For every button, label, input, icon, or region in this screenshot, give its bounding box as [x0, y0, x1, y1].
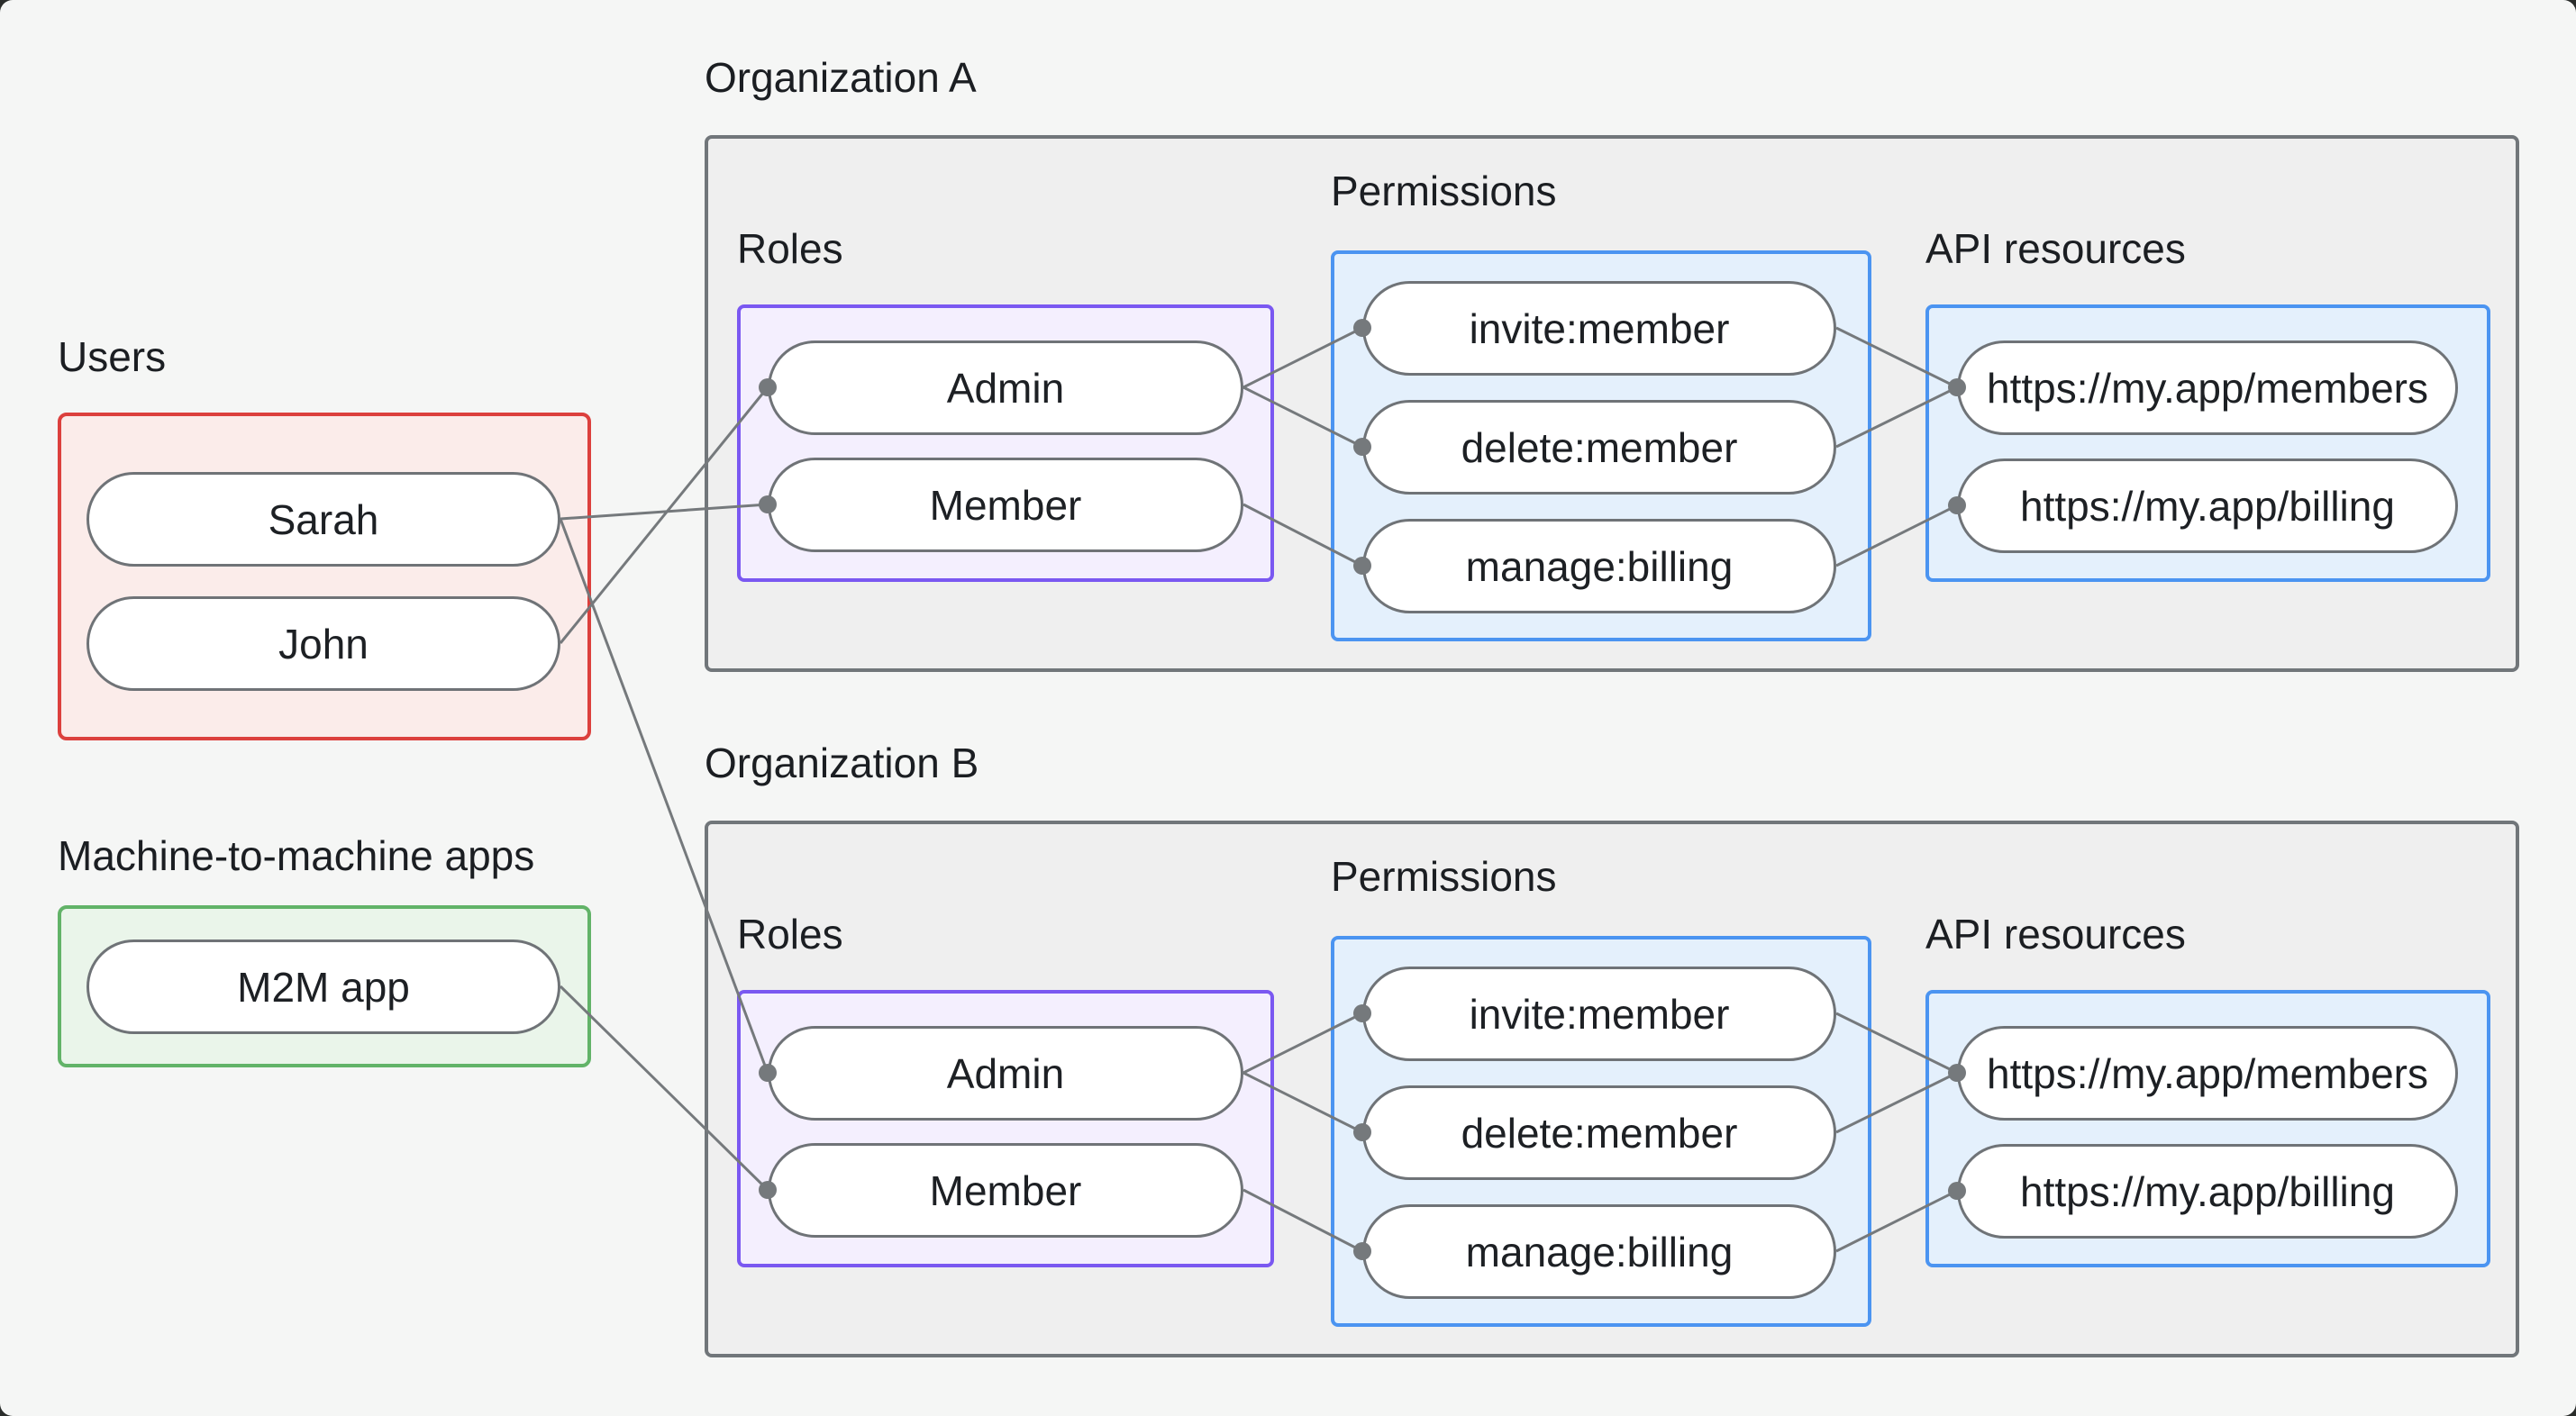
- node-user-john-label: John: [278, 620, 369, 667]
- node-org-b-api-billing-label: https://my.app/billing: [2020, 1167, 2395, 1215]
- node-org-a-perm-invite-member-label: invite:member: [1469, 304, 1730, 352]
- org-b-title: Organization B: [705, 740, 979, 786]
- node-org-b-api-members: https://my.app/members: [1957, 1026, 2458, 1121]
- node-org-a-api-billing-label: https://my.app/billing: [2020, 482, 2395, 530]
- node-m2m-app-label: M2M app: [237, 963, 410, 1011]
- org-b-roles-label: Roles: [737, 911, 843, 958]
- node-org-b-perm-invite-member: invite:member: [1362, 967, 1836, 1061]
- node-org-a-perm-delete-member: delete:member: [1362, 400, 1836, 495]
- org-a-permissions-label: Permissions: [1331, 168, 1557, 214]
- node-org-b-role-member-label: Member: [929, 1166, 1082, 1214]
- node-org-a-role-member: Member: [768, 458, 1243, 552]
- users-group-label: Users: [58, 333, 167, 380]
- node-user-sarah: Sarah: [86, 472, 560, 567]
- node-org-a-api-members: https://my.app/members: [1957, 340, 2458, 435]
- node-org-b-perm-manage-billing: manage:billing: [1362, 1204, 1836, 1299]
- node-org-a-perm-manage-billing: manage:billing: [1362, 519, 1836, 613]
- node-org-b-api-members-label: https://my.app/members: [1987, 1049, 2428, 1097]
- node-org-a-perm-invite-member: invite:member: [1362, 281, 1836, 376]
- org-a-api-resources-label: API resources: [1925, 225, 2186, 272]
- org-b-permissions-label: Permissions: [1331, 853, 1557, 900]
- node-org-b-perm-delete-member-label: delete:member: [1461, 1109, 1738, 1157]
- org-a-title: Organization A: [705, 54, 977, 101]
- org-a-roles-label: Roles: [737, 225, 843, 272]
- node-org-b-api-billing: https://my.app/billing: [1957, 1144, 2458, 1239]
- node-org-b-perm-delete-member: delete:member: [1362, 1085, 1836, 1180]
- node-org-b-role-member: Member: [768, 1143, 1243, 1238]
- node-org-b-role-admin-label: Admin: [946, 1049, 1065, 1097]
- m2m-group-label: Machine-to-machine apps: [58, 832, 535, 879]
- node-org-a-perm-delete-member-label: delete:member: [1461, 423, 1738, 471]
- node-org-a-role-admin: Admin: [768, 340, 1243, 435]
- users-group-box: [58, 413, 591, 740]
- node-org-b-role-admin: Admin: [768, 1026, 1243, 1121]
- node-org-a-role-admin-label: Admin: [946, 364, 1065, 412]
- node-user-sarah-label: Sarah: [268, 495, 379, 543]
- node-user-john: John: [86, 596, 560, 691]
- node-org-a-role-member-label: Member: [929, 481, 1082, 529]
- node-org-a-api-members-label: https://my.app/members: [1987, 364, 2428, 412]
- node-m2m-app: M2M app: [86, 939, 560, 1034]
- node-org-a-perm-manage-billing-label: manage:billing: [1465, 542, 1734, 590]
- node-org-a-api-billing: https://my.app/billing: [1957, 458, 2458, 553]
- org-b-api-resources-label: API resources: [1925, 911, 2186, 958]
- node-org-b-perm-invite-member-label: invite:member: [1469, 990, 1730, 1038]
- node-org-b-perm-manage-billing-label: manage:billing: [1465, 1228, 1734, 1275]
